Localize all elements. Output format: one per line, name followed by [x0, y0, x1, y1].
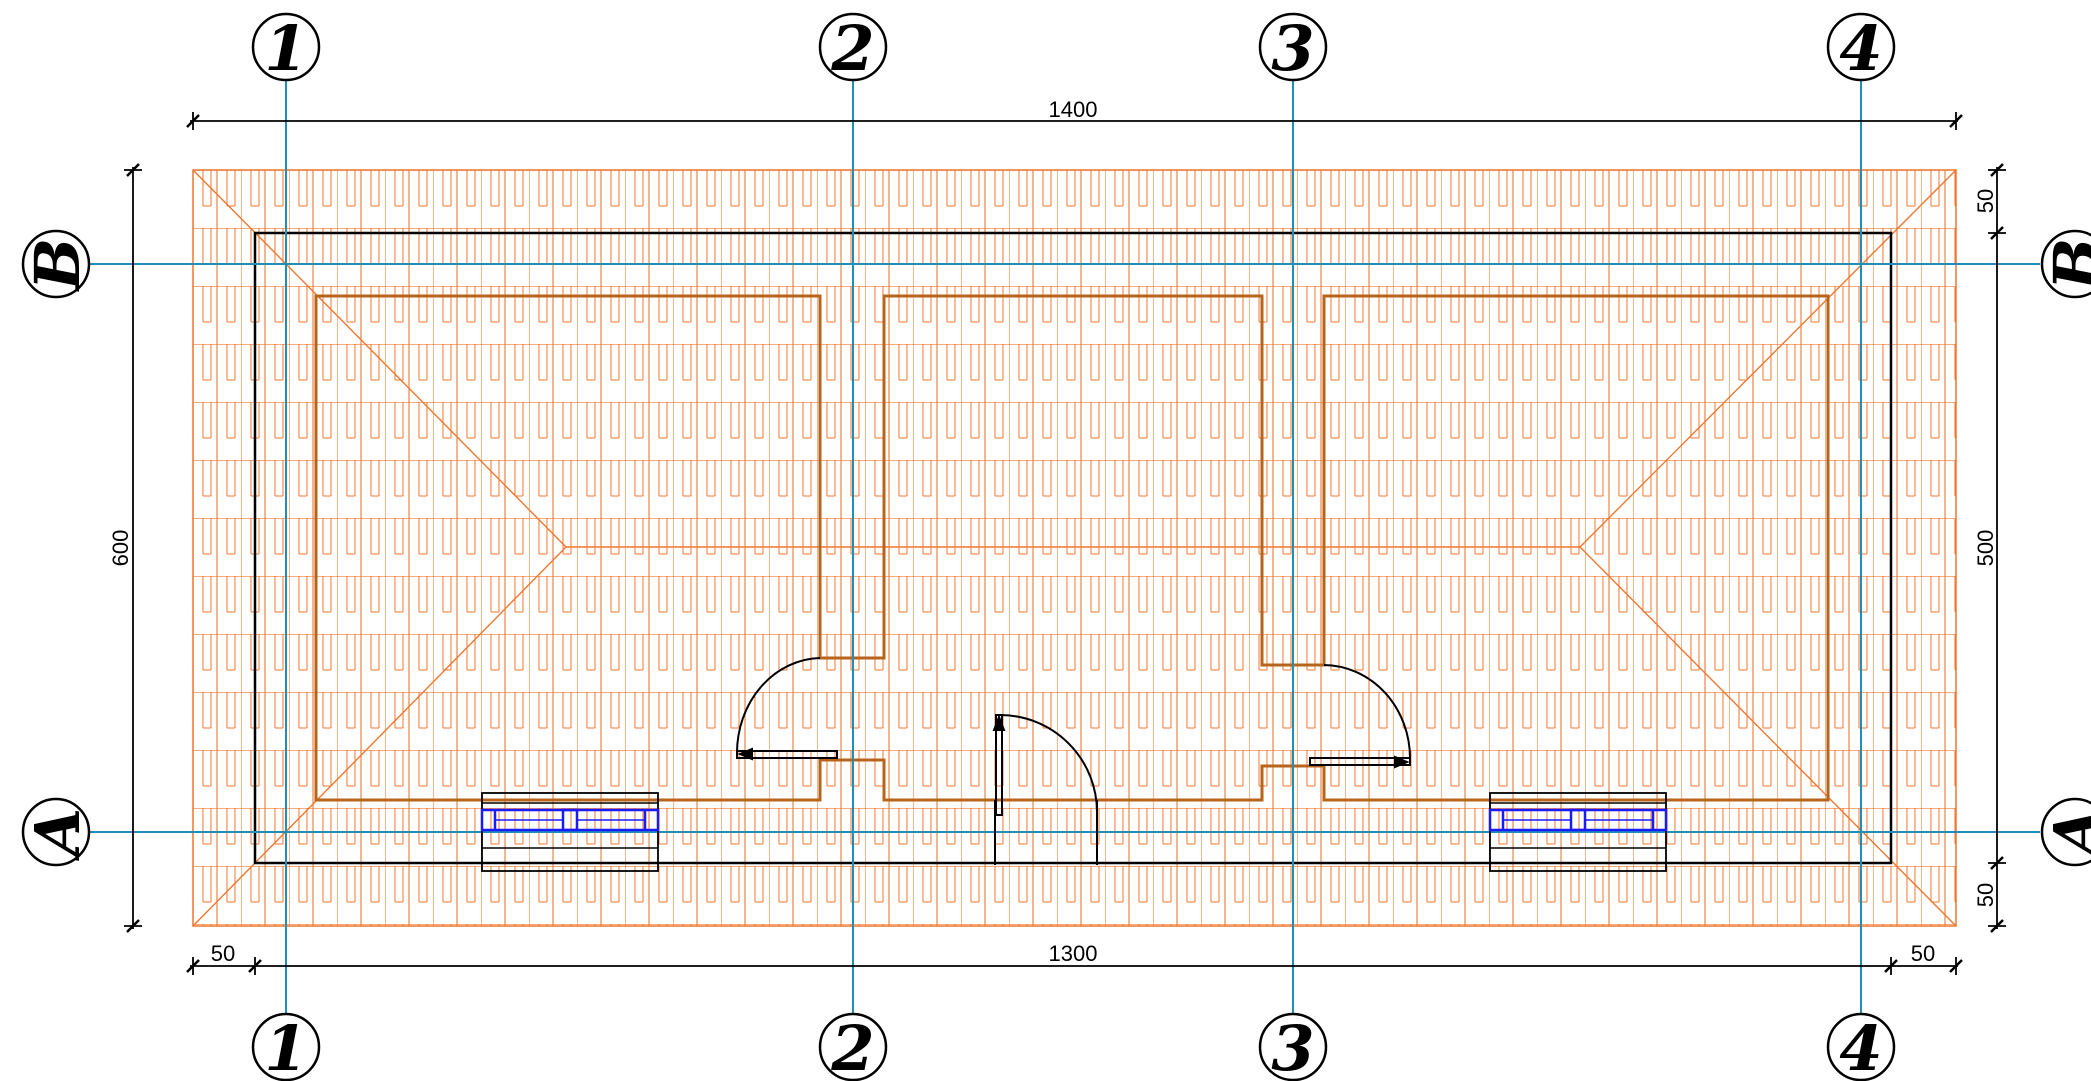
dimension-bottom-main: 1300: [1049, 941, 1098, 966]
axis-bubble-2-bottom: 2: [818, 1012, 888, 1081]
grid-lines: [90, 80, 2040, 1020]
svg-text:A: A: [2040, 808, 2091, 861]
svg-text:1: 1: [264, 1012, 307, 1081]
dimension-right-top-overhang: 50: [1973, 189, 1998, 213]
svg-text:2: 2: [830, 12, 874, 85]
door-right: [1309, 664, 1411, 769]
axis-bubble-4-bottom: 4: [1826, 1012, 1896, 1081]
svg-text:4: 4: [1839, 1012, 1882, 1081]
axis-bubble-1-bottom: 1: [251, 1012, 321, 1081]
axis-bubble-3-bottom: 3: [1258, 1012, 1328, 1081]
window-left: [480, 792, 660, 872]
slab-outline: [253, 231, 1893, 865]
window-right: [1488, 792, 1668, 872]
dimension-lines: [124, 112, 2006, 975]
dimension-right-main: 500: [1973, 530, 1998, 567]
dimension-top-overall: 1400: [1049, 97, 1098, 122]
wall-outline: [314, 294, 1830, 802]
svg-text:3: 3: [1271, 1012, 1314, 1081]
axis-bubble-b-right: B: [2040, 229, 2091, 299]
dimension-bottom-right-overhang: 50: [1911, 941, 1935, 966]
door-left: [736, 657, 838, 761]
svg-text:A: A: [21, 808, 94, 861]
roof-tile-field: [192, 169, 1957, 927]
svg-text:3: 3: [1271, 12, 1314, 85]
dimension-left-overall: 600: [108, 530, 133, 567]
svg-text:B: B: [21, 238, 94, 292]
dimension-right-bottom-overhang: 50: [1973, 883, 1998, 907]
axis-bubble-a-left: A: [21, 797, 94, 867]
axis-bubble-2-top: 2: [818, 12, 888, 85]
axis-bubble-1-top: 1: [251, 12, 321, 85]
svg-text:2: 2: [830, 1012, 874, 1081]
door-center: [992, 714, 1098, 865]
svg-text:1: 1: [264, 12, 307, 85]
svg-text:B: B: [2040, 238, 2091, 292]
svg-text:4: 4: [1839, 12, 1882, 85]
axis-bubble-b-left: B: [21, 229, 94, 299]
dimension-bottom-left-overhang: 50: [211, 941, 235, 966]
axis-bubble-a-right: A: [2040, 797, 2091, 867]
axis-bubble-3-top: 3: [1258, 12, 1328, 85]
axis-bubble-4-top: 4: [1826, 12, 1896, 85]
